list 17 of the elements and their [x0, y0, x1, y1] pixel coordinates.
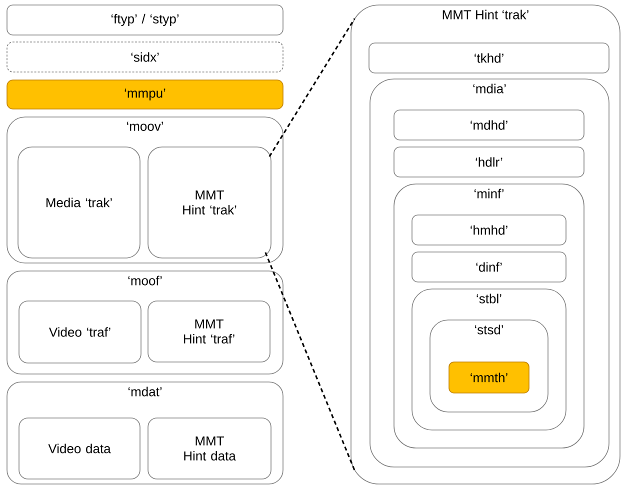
box: ‘sidx’: [6, 42, 284, 72]
zoom-line: [268, 18, 356, 158]
box: ‘mmth’: [448, 362, 530, 394]
box: ‘ftyp’ / ‘styp’: [6, 4, 284, 36]
box: MMT Hint ‘trak’: [148, 146, 272, 258]
box: ‘tkhd’: [368, 42, 610, 74]
box: ‘hmhd’: [412, 214, 566, 246]
box: MMT Hint ‘traf’: [148, 300, 270, 362]
box: Video ‘traf’: [18, 300, 142, 364]
box: Video data: [18, 418, 140, 480]
zoom-line: [264, 252, 356, 471]
box: MMT Hint data: [148, 418, 272, 480]
box: ‘mmpu’: [6, 80, 284, 110]
box: Media ‘trak’: [18, 146, 140, 258]
box: ‘hdlr’: [394, 146, 584, 178]
box: ‘mdhd’: [394, 110, 584, 140]
box: ‘dinf’: [412, 252, 566, 282]
